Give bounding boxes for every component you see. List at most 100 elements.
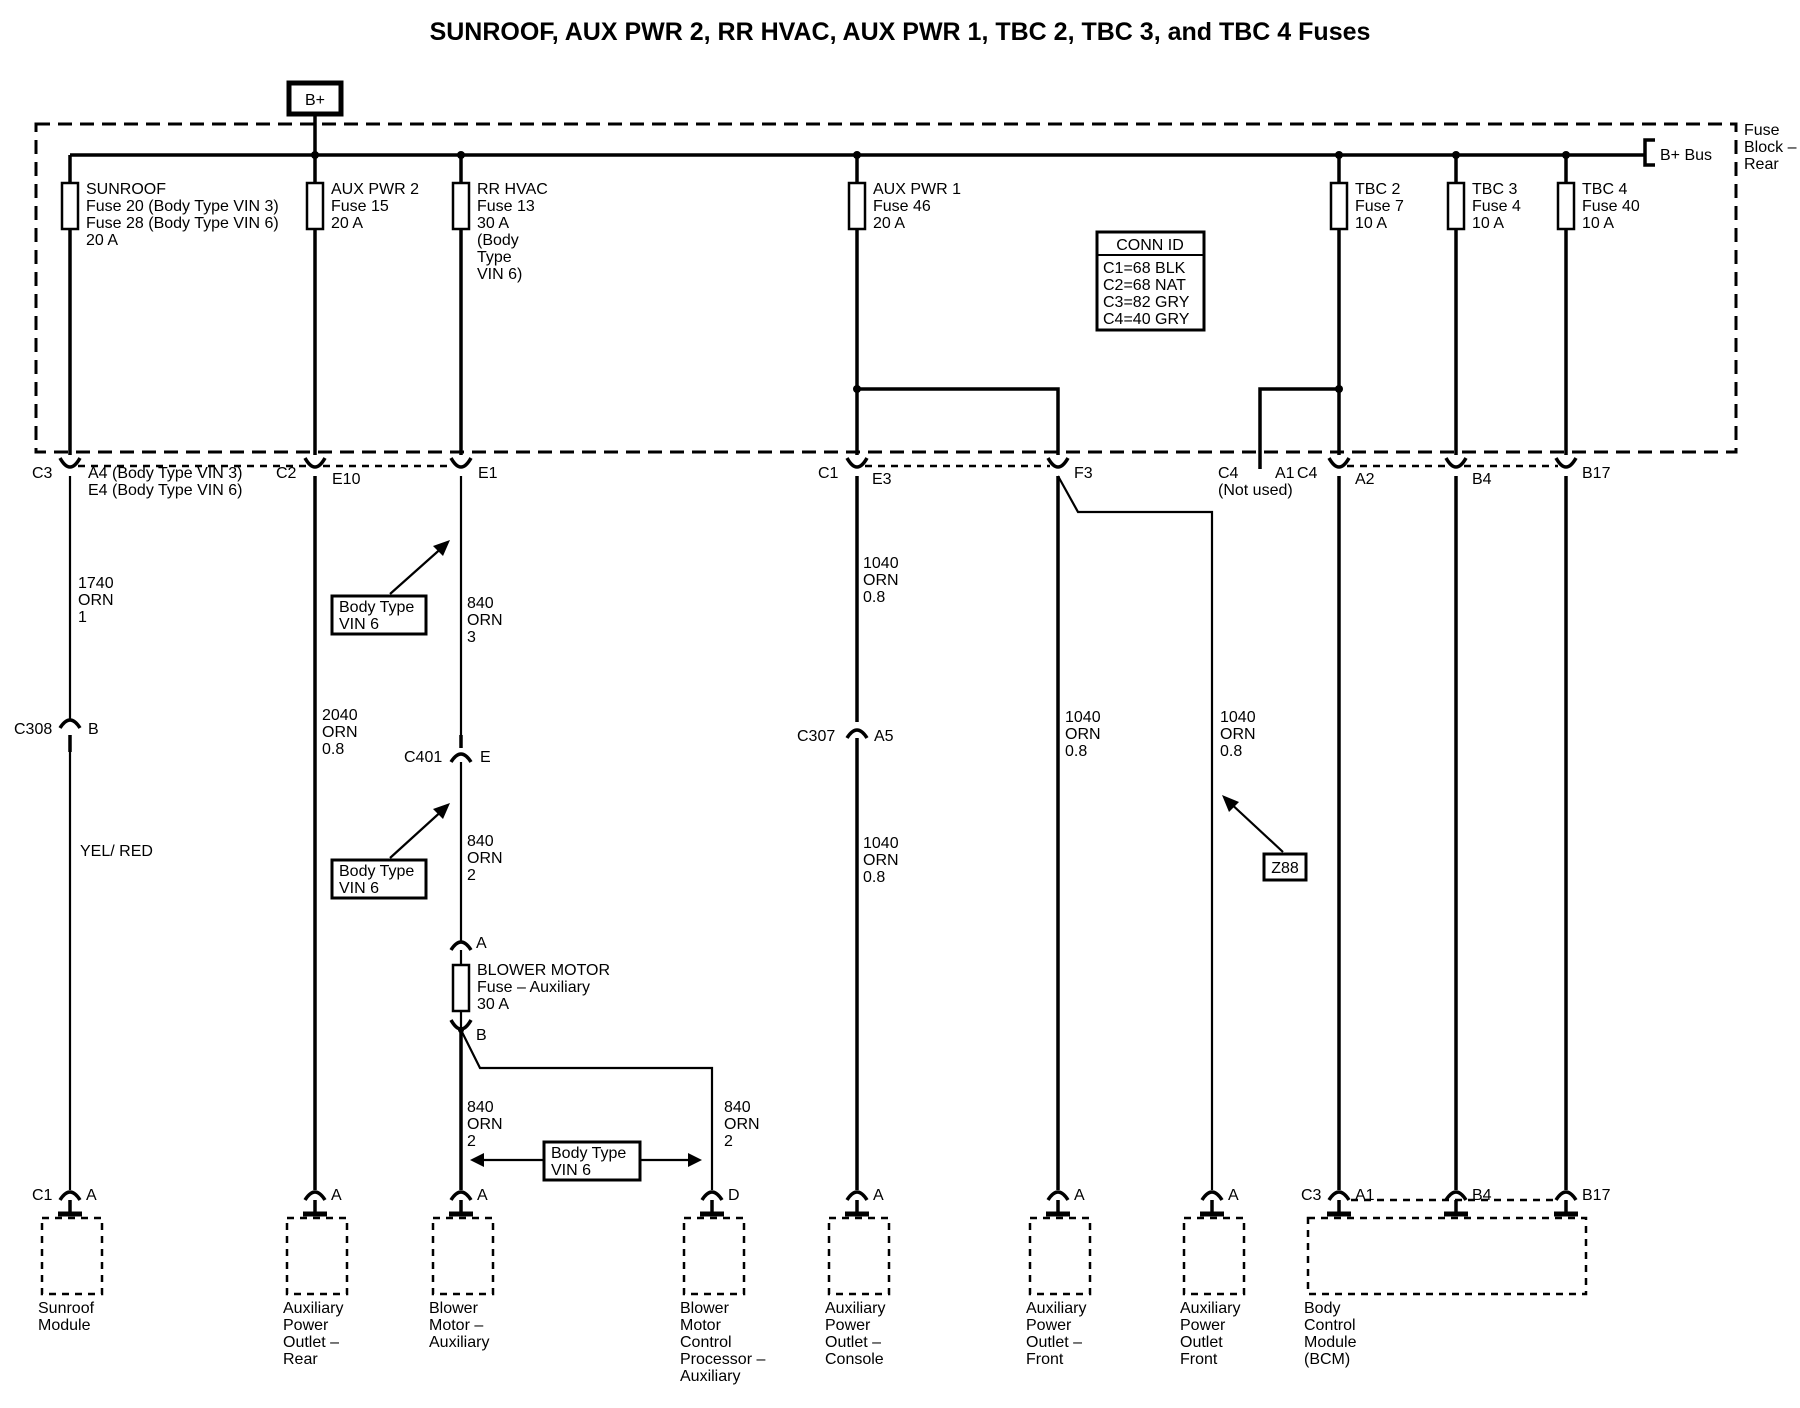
- svg-text:20 A: 20 A: [873, 215, 905, 232]
- svg-text:ORN: ORN: [322, 724, 358, 741]
- fuse-tbc-4-symbol: [1556, 181, 1576, 231]
- component-name-line: Auxiliary: [825, 1300, 885, 1317]
- fuse-tbc-2-symbol: [1329, 181, 1349, 231]
- svg-text:1740: 1740: [78, 575, 114, 592]
- svg-text:2: 2: [724, 1133, 733, 1150]
- svg-text:Fuse – Auxiliary: Fuse – Auxiliary: [477, 979, 590, 996]
- svg-text:ORN: ORN: [863, 572, 899, 589]
- svg-text:1040: 1040: [1220, 709, 1256, 726]
- svg-text:Body Type: Body Type: [551, 1145, 626, 1162]
- svg-text:E10: E10: [332, 471, 361, 488]
- svg-text:1: 1: [78, 609, 87, 626]
- svg-text:0.8: 0.8: [863, 589, 885, 606]
- component-pin-label: A: [331, 1187, 342, 1204]
- component-name-line: Auxiliary: [429, 1334, 489, 1351]
- svg-text:0.8: 0.8: [1220, 743, 1242, 760]
- svg-text:0.8: 0.8: [863, 869, 885, 886]
- fuse-aux-pwr-2-symbol: [305, 181, 325, 231]
- component-name-line: Control: [1304, 1317, 1356, 1334]
- fuse-label-aux-pwr-1: AUX PWR 1 Fuse 46 20 A: [873, 181, 961, 232]
- svg-text:E3: E3: [872, 471, 892, 488]
- component-pin-label: B17: [1582, 1187, 1611, 1204]
- svg-text:ORN: ORN: [724, 1116, 760, 1133]
- svg-text:(Body: (Body: [477, 232, 519, 249]
- svg-text:Fuse 13: Fuse 13: [477, 198, 535, 215]
- svg-text:A2: A2: [1355, 471, 1375, 488]
- svg-text:Fuse 15: Fuse 15: [331, 198, 389, 215]
- svg-text:YEL/ RED: YEL/ RED: [80, 843, 153, 860]
- fuse-block-label-3: Rear: [1744, 156, 1779, 173]
- svg-text:C3: C3: [32, 465, 53, 482]
- conn-id-row: C3=82 GRY: [1103, 294, 1190, 311]
- svg-text:Body Type: Body Type: [339, 863, 414, 880]
- svg-text:20 A: 20 A: [86, 232, 118, 249]
- inline-connector-c307: C307: [797, 728, 835, 745]
- svg-text:B17: B17: [1582, 465, 1611, 482]
- connector-b17: [1554, 457, 1578, 469]
- svg-text:E1: E1: [478, 465, 498, 482]
- svg-text:ORN: ORN: [467, 1116, 503, 1133]
- component-pin-label: D: [728, 1187, 740, 1204]
- fuse-label-rr-hvac: RR HVAC Fuse 13 30 A (Body Type VIN 6): [477, 181, 548, 283]
- svg-text:10 A: 10 A: [1472, 215, 1504, 232]
- connector-c2: [303, 457, 327, 469]
- svg-text:B: B: [476, 1027, 487, 1044]
- component-name-line: Module: [1304, 1334, 1357, 1351]
- svg-text:C2: C2: [276, 465, 297, 482]
- svg-text:Fuse 20 (Body Type VIN 3): Fuse 20 (Body Type VIN 3): [86, 198, 279, 215]
- component-name-line: Power: [283, 1317, 329, 1334]
- battery-supply: B+: [286, 80, 344, 155]
- bus-label: B+ Bus: [1660, 147, 1712, 164]
- svg-text:TBC 2: TBC 2: [1355, 181, 1400, 198]
- svg-text:10 A: 10 A: [1355, 215, 1387, 232]
- svg-text:C4: C4: [1297, 465, 1318, 482]
- svg-text:1040: 1040: [1065, 709, 1101, 726]
- callout-body-type-3: Body Type VIN 6: [470, 1140, 702, 1182]
- fuse-label-tbc-2: TBC 2 Fuse 7 10 A: [1355, 181, 1404, 232]
- component-name-line: Auxiliary: [283, 1300, 343, 1317]
- svg-text:B: B: [88, 721, 99, 738]
- svg-text:B4: B4: [1472, 471, 1492, 488]
- svg-text:A5: A5: [874, 728, 894, 745]
- svg-text:ORN: ORN: [467, 850, 503, 867]
- svg-text:1040: 1040: [863, 555, 899, 572]
- connector-e1: [449, 457, 473, 469]
- svg-text:C1: C1: [818, 465, 839, 482]
- component-name-line: Rear: [283, 1351, 318, 1368]
- component-name-line: Body: [1304, 1300, 1340, 1317]
- svg-text:VIN 6: VIN 6: [551, 1162, 591, 1179]
- component-name-line: Blower: [429, 1300, 479, 1317]
- svg-text:ORN: ORN: [1065, 726, 1101, 743]
- component-pin-label: A: [873, 1187, 884, 1204]
- block-connector-row: C3 A4 (Body Type VIN 3) E4 (Body Type VI…: [32, 457, 1611, 499]
- svg-text:Z88: Z88: [1271, 860, 1299, 877]
- svg-text:Fuse 28 (Body Type VIN 6): Fuse 28 (Body Type VIN 6): [86, 215, 279, 232]
- svg-text:1040: 1040: [863, 835, 899, 852]
- svg-text:Body Type: Body Type: [339, 599, 414, 616]
- component-pin-label: A: [477, 1187, 488, 1204]
- svg-text:2040: 2040: [322, 707, 358, 724]
- component-pin-label: A: [86, 1187, 97, 1204]
- component-pin-label: A: [1228, 1187, 1239, 1204]
- component-name-line: Auxiliary: [680, 1368, 740, 1385]
- inline-connector-c308: C308: [14, 721, 52, 738]
- svg-text:30 A: 30 A: [477, 215, 509, 232]
- component-name-line: Front: [1026, 1351, 1064, 1368]
- circuit-rr-hvac: 840 ORN 3 C401 E 840 ORN 2 A BLOWER MOTO…: [404, 476, 760, 1190]
- inline-connector-c401: C401: [404, 749, 442, 766]
- fuse-label-tbc-3: TBC 3 Fuse 4 10 A: [1472, 181, 1521, 232]
- svg-text:0.8: 0.8: [322, 741, 344, 758]
- component-name-line: Power: [1180, 1317, 1226, 1334]
- svg-text:20 A: 20 A: [331, 215, 363, 232]
- circuit-aux-pwr-1: 1040 ORN 0.8 C307 A5 1040 ORN 0.8: [797, 476, 899, 1190]
- component-name-line: Outlet –: [1026, 1334, 1082, 1351]
- svg-text:ORN: ORN: [467, 612, 503, 629]
- connector-b4: [1444, 457, 1468, 469]
- fuse-block-rear: Fuse Block – Rear: [34, 122, 1797, 454]
- svg-text:SUNROOF: SUNROOF: [86, 181, 166, 198]
- svg-text:0.8: 0.8: [1065, 743, 1087, 760]
- component-name-line: Front: [1180, 1351, 1218, 1368]
